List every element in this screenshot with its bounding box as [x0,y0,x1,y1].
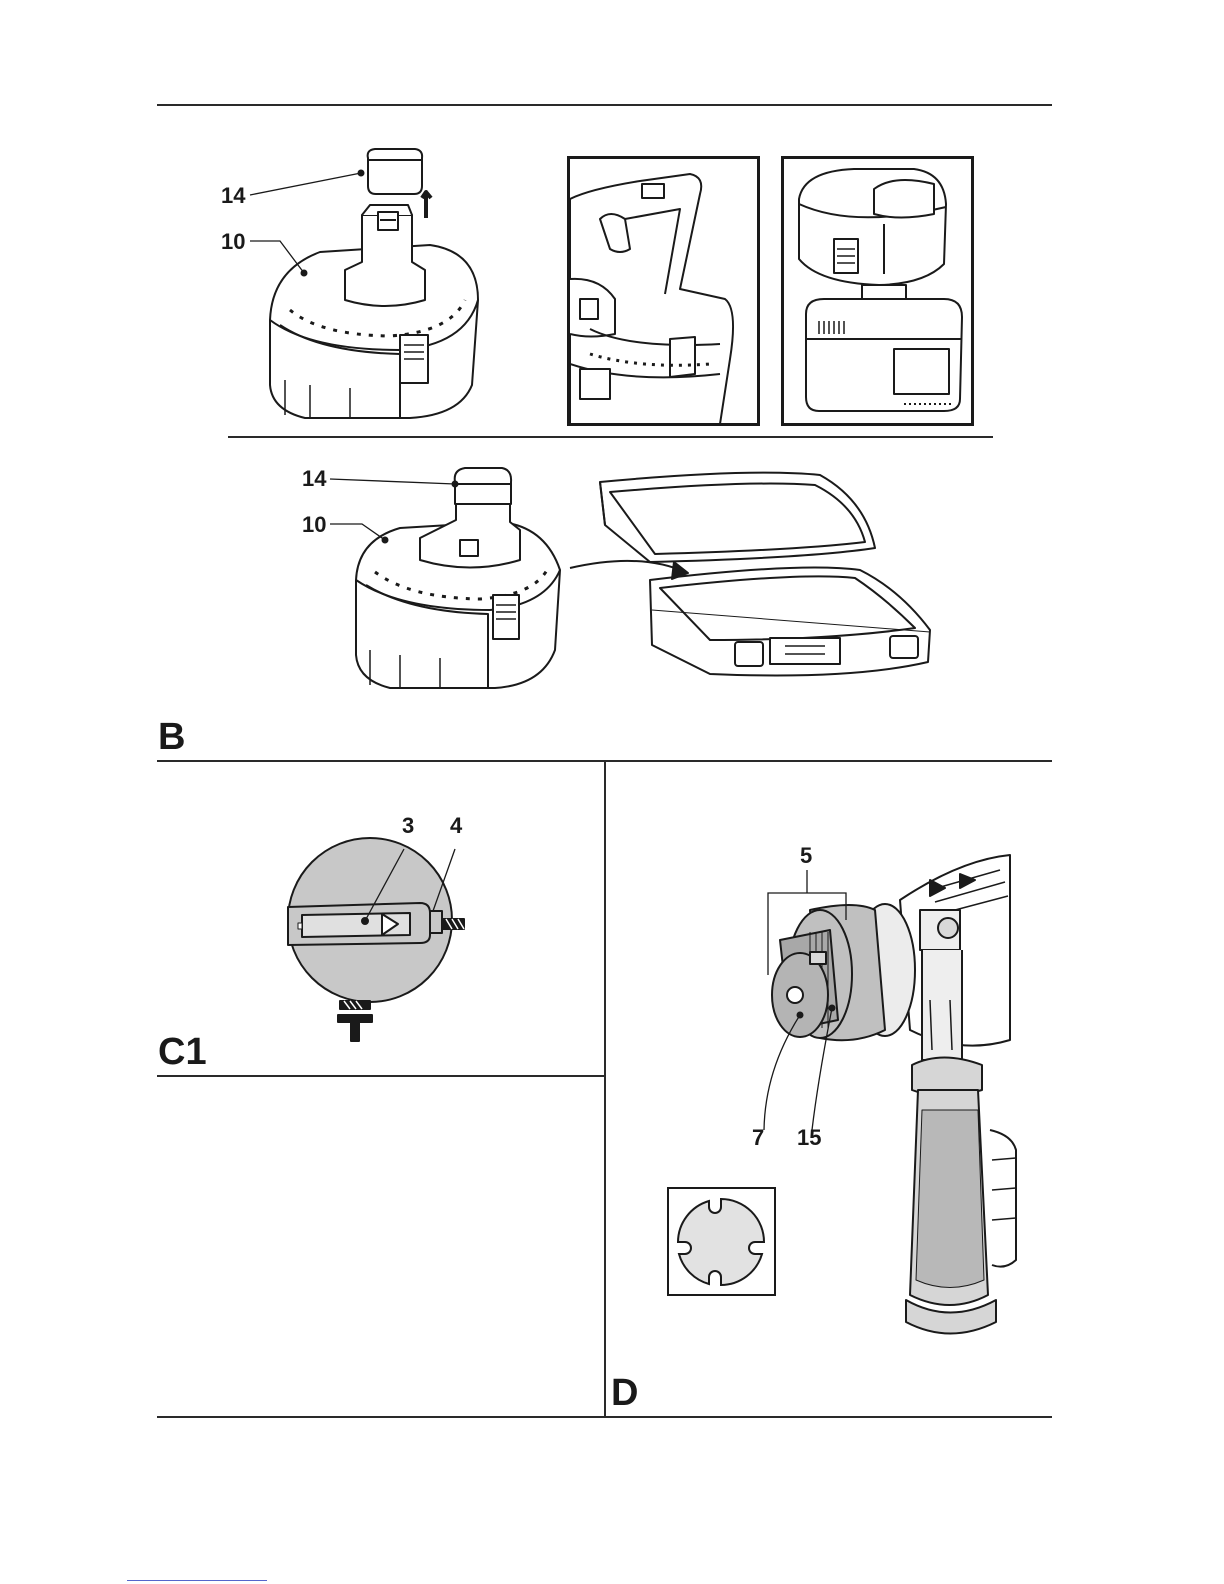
figure-b-label: B [158,718,185,756]
callout-4: 4 [450,815,462,837]
callout-14-bottom: 14 [302,468,326,490]
battery-cap-removal-illustration [250,140,490,430]
callout-3: 3 [402,815,414,837]
battery-in-tool-panel [567,156,760,426]
figure-c1-label: C1 [158,1033,207,1071]
callout-15: 15 [797,1127,821,1149]
callout-14-top: 14 [221,185,245,207]
callout-7: 7 [752,1127,764,1149]
callout-5: 5 [800,845,812,867]
callout-10-top: 10 [221,231,245,253]
bottom-rule [157,1416,1052,1418]
figure-b-divider [228,436,993,438]
figure-c1-bottom-rule [157,1075,605,1077]
battery-on-charger-panel [781,156,974,426]
top-rule [157,104,1052,106]
mode-selector-dial-illustration [280,815,490,1045]
footer-link-line [127,1580,267,1581]
callout-10-bottom: 10 [302,514,326,536]
figure-d-label: D [611,1374,638,1412]
vertical-divider [604,761,606,1418]
sds-shank-profile-inset [667,1187,777,1297]
battery-storage-in-case-illustration [330,460,960,700]
